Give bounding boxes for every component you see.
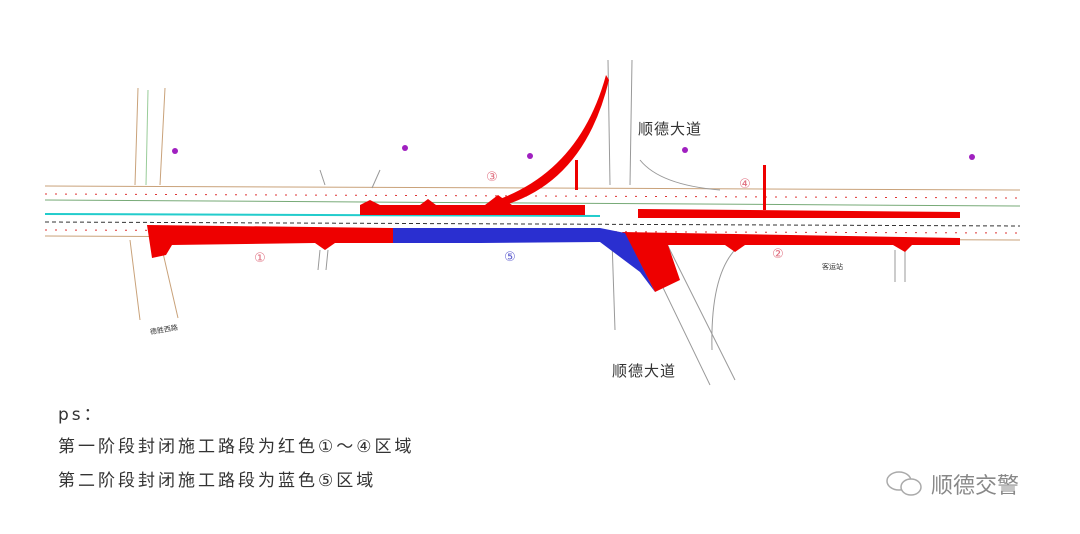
note-ps: ps： [58, 405, 104, 425]
note-phase1: 第一阶段封闭施工路段为红色①～④区域 [58, 437, 415, 457]
shunde-avenue [317, 59, 906, 386]
watermark-text: 顺德交警 [931, 474, 1020, 499]
wechat-icon [886, 471, 922, 496]
zone-1-area [147, 225, 393, 258]
zone-5-label: ⑤ [504, 250, 516, 265]
road-label-top: 顺德大道 [638, 120, 703, 138]
watermark: 顺德交警 [885, 468, 1019, 500]
note-phase2: 第二阶段封闭施工路段为蓝色⑤区域 [58, 471, 377, 491]
zone-4-area [638, 209, 960, 218]
zone-3-arc [497, 75, 609, 205]
zone-3-area [360, 195, 585, 215]
zone-4-label: ④ [739, 177, 751, 192]
station-label: 客运站 [822, 263, 843, 271]
zone-labels: ③ ① ⑤ ④ ② [254, 170, 784, 266]
west-road [129, 87, 179, 321]
marker-post [763, 165, 766, 210]
zone-1-label: ① [254, 251, 266, 266]
direction-markers [172, 145, 975, 160]
marker-post [575, 160, 578, 190]
zone-2-area [622, 232, 960, 292]
zone-5-area [393, 228, 655, 292]
road-label-bottom: 顺德大道 [612, 362, 677, 380]
phase1-zones [147, 75, 960, 292]
zone-2-label: ② [772, 247, 784, 262]
zone-3-label: ③ [486, 170, 498, 185]
